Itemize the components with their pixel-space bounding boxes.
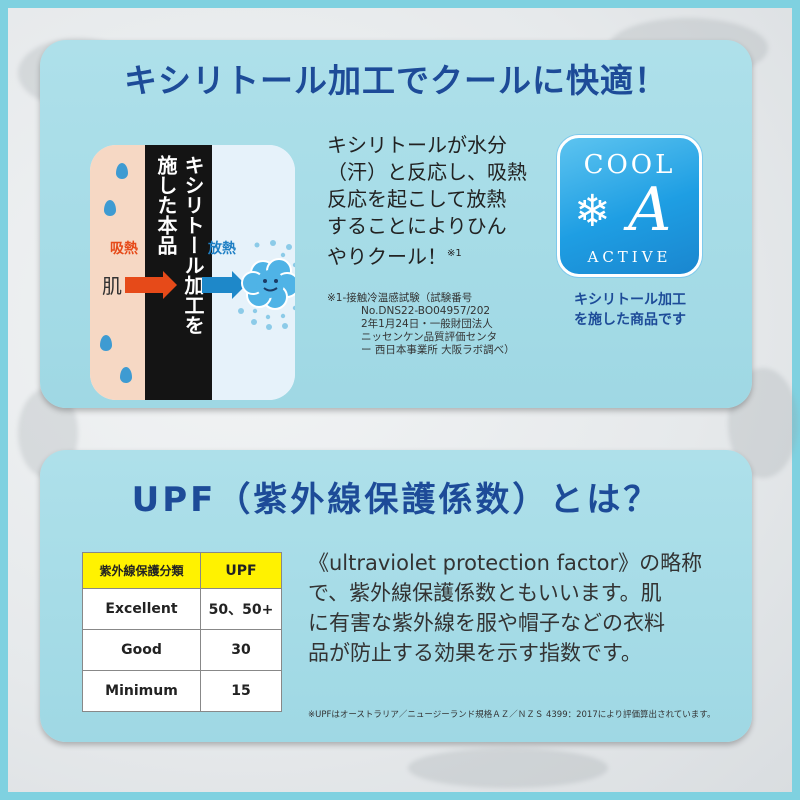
cool-panel: キシリトール加工でクールに快適！ 吸熱 肌 キシリトール加工を 施した本品 放熱 <box>40 40 752 408</box>
upf-description-line: 品が防止する効果を示す指数です。 <box>308 641 642 665</box>
water-drop-icon <box>120 367 132 383</box>
badge-cool-text: COOL <box>583 150 676 180</box>
upf-panel: UPF（紫外線保護係数）とは？ 紫外線保護分類 UPF Excellent 50… <box>40 450 752 742</box>
cool-active-badge: COOL ❄ A ACTIVE <box>557 135 702 277</box>
badge-caption-line: を施した商品です <box>574 312 686 328</box>
table-cell: Minimum <box>82 670 201 712</box>
table-row: Excellent 50、50+ <box>82 588 282 630</box>
upf-title: UPF（紫外線保護係数）とは？ <box>131 480 661 520</box>
description-line: 反応を起こして放熱 <box>327 187 507 211</box>
table-header-cell: 紫外線保護分類 <box>82 552 201 589</box>
badge-letter: A <box>628 175 672 245</box>
description-line: （汗）と反応し、吸熱 <box>327 160 527 184</box>
upf-description-line: に有害な紫外線を服や帽子などの衣料 <box>308 611 665 635</box>
table-cell: Good <box>82 629 201 671</box>
cooling-diagram: 吸熱 肌 キシリトール加工を 施した本品 放熱 <box>90 145 295 400</box>
fabric-layer <box>145 145 212 400</box>
description-line: やりクール！※1 <box>327 240 527 271</box>
skin-label: 肌 <box>102 274 122 298</box>
footnote-line: 2年1月24日・一般財団法人 <box>361 318 493 330</box>
skin-layer <box>90 145 145 400</box>
background-leaf <box>408 748 608 788</box>
table-header-row: 紫外線保護分類 UPF <box>82 552 282 589</box>
table-header-cell: UPF <box>200 552 282 589</box>
absorb-label: 吸熱 <box>110 241 138 257</box>
release-label: 放熱 <box>208 241 236 257</box>
cool-cloud-icon <box>238 240 295 330</box>
water-drop-icon <box>104 200 116 216</box>
badge-caption-line: キシリトール加工 <box>574 292 686 308</box>
upf-description: 《ultraviolet protection factor》の略称 で、紫外線… <box>308 548 738 668</box>
footnote-mark: ※1 <box>447 248 462 259</box>
footnote-line: ー 西日本事業所 大阪ラボ調べ） <box>361 344 515 356</box>
table-cell: 15 <box>200 670 282 712</box>
absorb-arrow-icon <box>125 271 177 299</box>
table-row: Good 30 <box>82 629 282 671</box>
description-line-text: やりクール！ <box>327 244 447 269</box>
cool-title: キシリトール加工でクールに快適！ <box>124 61 668 100</box>
upf-footnote: ※UPFはオーストラリア／ニュージーランド規格ＡＺ／ＮＺＳ 4399：2017に… <box>308 710 716 720</box>
upf-description-line: で、紫外線保護係数ともいいます。肌 <box>308 581 662 605</box>
fabric-label-line: 施した本品 <box>154 155 178 255</box>
footnote-line: ニッセンケン品質評価センタ <box>361 331 498 343</box>
fabric-label-line: キシリトール加工を <box>181 155 205 335</box>
fabric-label: キシリトール加工を 施した本品 <box>152 155 206 395</box>
cool-description: キシリトールが水分 （汗）と反応し、吸熱 反応を起こして放熱 することによりひん… <box>327 132 527 271</box>
water-drop-icon <box>100 335 112 351</box>
badge-active-text: ACTIVE <box>587 248 672 266</box>
footnote-line: ※1-接触冷温感試験（試験番号 <box>327 292 473 304</box>
table-cell: Excellent <box>82 588 201 630</box>
table-cell: 50、50+ <box>200 588 282 630</box>
badge-caption: キシリトール加工 を施した商品です <box>540 290 720 330</box>
snowflake-icon: ❄ <box>574 186 611 237</box>
table-cell: 30 <box>200 629 282 671</box>
table-row: Minimum 15 <box>82 670 282 712</box>
footnote-line: No.DNS22-BO04957/202 <box>361 305 491 317</box>
description-line: キシリトールが水分 <box>327 133 507 157</box>
test-footnote: ※1-接触冷温感試験（試験番号 No.DNS22-BO04957/202 2年1… <box>327 292 537 357</box>
upf-description-line: 《ultraviolet protection factor》の略称 <box>308 551 703 575</box>
upf-table: 紫外線保護分類 UPF Excellent 50、50+ Good 30 Min… <box>82 552 282 712</box>
description-line: することによりひん <box>327 214 507 238</box>
water-drop-icon <box>116 163 128 179</box>
